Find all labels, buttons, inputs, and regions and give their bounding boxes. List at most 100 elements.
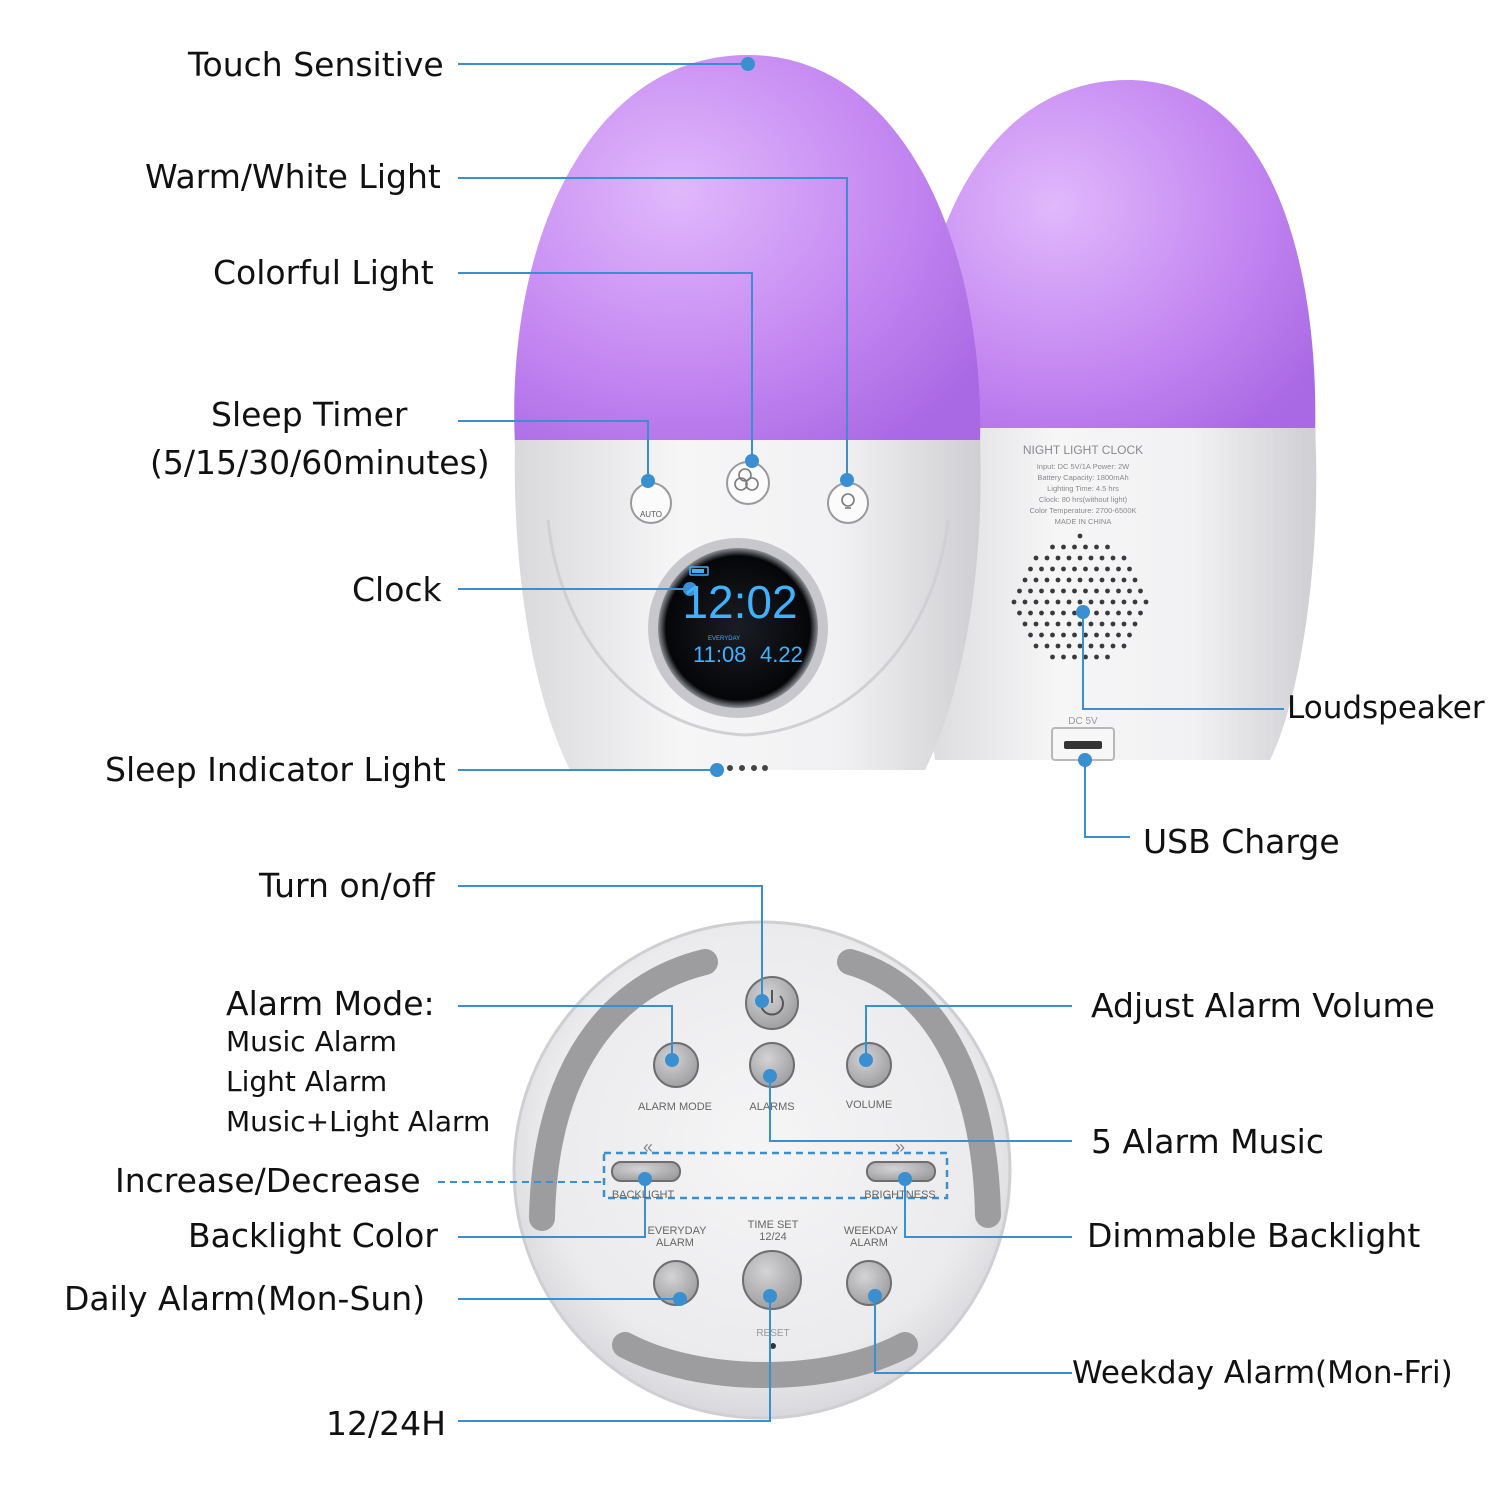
- back-title: NIGHT LIGHT CLOCK: [1023, 443, 1143, 457]
- speaker-hole: [1121, 643, 1127, 649]
- label-warm-white-light: Warm/White Light: [145, 157, 441, 196]
- back-spec-line: Clock: 80 hrs(without light): [1039, 495, 1128, 504]
- speaker-hole: [1116, 566, 1121, 572]
- speaker-hole: [1050, 632, 1055, 638]
- callout-dots: [638, 57, 1092, 1306]
- speaker-hole: [1033, 621, 1039, 627]
- speaker-hole: [1033, 643, 1039, 649]
- speaker-hole: [1022, 577, 1028, 583]
- speaker-hole: [1055, 599, 1061, 605]
- label-five-alarm-music: 5 Alarm Music: [1091, 1122, 1324, 1161]
- speaker-hole: [1039, 632, 1044, 638]
- speaker-hole: [1033, 599, 1039, 605]
- time-set-label: 12/24: [759, 1231, 787, 1243]
- label-clock: Clock: [352, 570, 442, 609]
- speaker-hole: [1099, 599, 1105, 605]
- lcd-date: 4.22: [760, 642, 803, 667]
- speaker-hole: [1061, 566, 1066, 572]
- svg-text:«: «: [643, 1137, 653, 1157]
- speaker-hole: [1011, 599, 1017, 605]
- label-alarm-mode: Alarm Mode:: [226, 984, 435, 1023]
- speaker-hole: [1138, 588, 1143, 594]
- label-turn-on-off: Turn on/off: [259, 866, 435, 905]
- label-daily-alarm: Daily Alarm(Mon-Sun): [64, 1279, 426, 1318]
- speaker-hole: [1127, 632, 1132, 638]
- speaker-hole: [1028, 632, 1033, 638]
- speaker-hole: [1094, 566, 1099, 572]
- speaker-hole: [1077, 533, 1083, 539]
- label-weekday-alarm: Weekday Alarm(Mon-Fri): [1072, 1355, 1453, 1391]
- lamp-base: « »: [512, 920, 1012, 1420]
- speaker-hole: [1099, 555, 1105, 561]
- back-spec-line: Lighting Time: 4.5 hrs: [1047, 484, 1119, 493]
- speaker-hole: [1105, 654, 1110, 660]
- speaker-grille-holes: [1011, 533, 1149, 660]
- speaker-hole: [1055, 643, 1061, 649]
- lcd-alarm-time: 11:08: [693, 642, 746, 667]
- speaker-hole: [1127, 588, 1132, 594]
- speaker-hole: [1050, 566, 1055, 572]
- speaker-hole: [1105, 566, 1110, 572]
- speaker-hole: [1088, 599, 1094, 605]
- back-spec-line: MADE IN CHINA: [1055, 517, 1112, 526]
- reset-hole: [770, 1343, 776, 1349]
- speaker-hole: [1110, 577, 1116, 583]
- label-increase-decrease: Increase/Decrease: [115, 1161, 421, 1200]
- lcd-display: [658, 548, 818, 708]
- speaker-hole: [1127, 610, 1132, 616]
- speaker-hole: [1066, 599, 1072, 605]
- backlight-label: BACKLIGHT: [612, 1189, 675, 1201]
- speaker-hole: [1127, 566, 1132, 572]
- speaker-hole: [1077, 643, 1083, 649]
- lamp-back-shade: [914, 80, 1316, 440]
- speaker-hole: [1105, 632, 1110, 638]
- alarm-mode-label: ALARM MODE: [638, 1101, 712, 1113]
- label-touch-sensitive: Touch Sensitive: [188, 45, 444, 84]
- everyday-alarm-button: [653, 1260, 699, 1306]
- speaker-hole: [1072, 632, 1077, 638]
- speaker-hole: [1039, 610, 1044, 616]
- label-usb-charge: USB Charge: [1143, 822, 1340, 861]
- speaker-hole: [1077, 555, 1083, 561]
- back-spec-line: Input: DC 5V/1A Power: 2W: [1037, 462, 1130, 471]
- dashed-highlight-box: [602, 1151, 949, 1200]
- label-sleep-indicator-light: Sleep Indicator Light: [105, 750, 446, 789]
- svg-text:»: »: [895, 1137, 905, 1157]
- label-loudspeaker: Loudspeaker: [1287, 690, 1485, 726]
- speaker-hole: [1132, 599, 1138, 605]
- lamp-back-body: [913, 428, 1317, 760]
- speaker-hole: [1044, 643, 1050, 649]
- label-music-alarm: Music Alarm: [226, 1025, 397, 1058]
- speaker-hole: [1050, 544, 1055, 550]
- speaker-hole: [1116, 610, 1121, 616]
- time-set-button: [742, 1250, 802, 1310]
- speaker-hole: [1066, 621, 1072, 627]
- speaker-hole: [1116, 632, 1121, 638]
- speaker-hole: [1061, 610, 1066, 616]
- speaker-hole: [1121, 577, 1127, 583]
- speaker-hole: [1072, 588, 1077, 594]
- speaker-hole: [1055, 555, 1061, 561]
- color-touch-button: [726, 461, 770, 505]
- speaker-hole: [1028, 588, 1033, 594]
- back-spec-line: Battery Capacity: 1800mAh: [1037, 473, 1128, 482]
- speaker-hole: [1072, 610, 1077, 616]
- speaker-hole: [1044, 577, 1050, 583]
- speaker-hole: [1028, 610, 1033, 616]
- speaker-hole: [1033, 555, 1039, 561]
- weekday-alarm-label: WEEKDAY: [844, 1225, 899, 1237]
- speaker-hole: [1077, 599, 1083, 605]
- speaker-hole: [1132, 621, 1138, 627]
- speaker-hole: [1121, 621, 1127, 627]
- speaker-hole: [1044, 621, 1050, 627]
- speaker-hole: [1099, 621, 1105, 627]
- speaker-hole: [1132, 577, 1138, 583]
- speaker-hole: [1039, 588, 1044, 594]
- speaker-hole: [1116, 588, 1121, 594]
- port-label: DC 5V: [1068, 716, 1098, 727]
- speaker-hole: [1105, 588, 1110, 594]
- back-spec-line: Color Temperature: 2700-6500K: [1029, 506, 1136, 515]
- speaker-hole: [1072, 544, 1077, 550]
